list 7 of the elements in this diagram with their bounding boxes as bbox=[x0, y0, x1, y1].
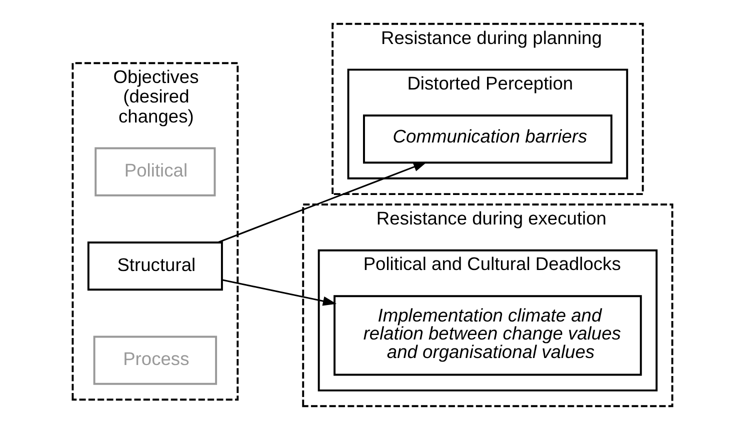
node-box: Process bbox=[93, 336, 218, 385]
node-box: Structural bbox=[87, 242, 223, 291]
node-box: Implementation climate and relation between change values and organisational values bbox=[334, 295, 642, 376]
arrow bbox=[218, 162, 428, 244]
node-box: Political bbox=[94, 147, 216, 196]
arrow bbox=[222, 279, 337, 306]
node-box: Communication barriers bbox=[363, 114, 612, 164]
